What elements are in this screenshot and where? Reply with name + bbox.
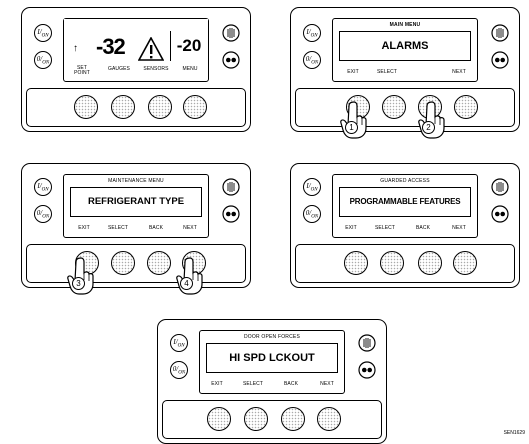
figure-code: SEN1629 bbox=[503, 430, 525, 436]
soft-key-2[interactable] bbox=[111, 251, 135, 275]
controller-panel-main-menu: I/ON 0/ON MAIN MENU ALARMS EXIT SELECT N… bbox=[290, 7, 520, 132]
dual-dot-icon[interactable] bbox=[491, 205, 509, 223]
menu-screen: REFRIGERANT TYPE bbox=[70, 187, 202, 217]
dual-dot-icon[interactable] bbox=[358, 361, 376, 379]
off-button[interactable]: 0/ON bbox=[34, 51, 52, 69]
soft-key-label: SENSORS bbox=[143, 66, 169, 72]
soft-key-label: EXIT bbox=[211, 381, 223, 387]
soft-key-4[interactable] bbox=[453, 251, 477, 275]
menu-title: MAIN MENU bbox=[389, 22, 421, 28]
on-button[interactable]: I/ON bbox=[303, 24, 321, 42]
soft-key-labels: SET POINT GAUGES SENSORS MENU bbox=[64, 66, 208, 79]
callout-number: 2 bbox=[422, 121, 435, 134]
pointing-hand-icon bbox=[418, 101, 445, 139]
soft-key-label: EXIT bbox=[345, 225, 357, 231]
soft-key-2[interactable] bbox=[244, 407, 268, 431]
soft-key-labels: EXIT SELECT BACK NEXT bbox=[200, 381, 344, 389]
display: MAIN MENU ALARMS EXIT SELECT NEXT bbox=[332, 18, 478, 82]
defrost-icon[interactable] bbox=[222, 24, 240, 42]
soft-key-label: BACK bbox=[148, 225, 164, 231]
setpoint-temperature: -20 bbox=[170, 31, 207, 61]
menu-title: MAINTENANCE MENU bbox=[108, 178, 164, 184]
soft-key-label: EXIT bbox=[78, 225, 90, 231]
defrost-icon[interactable] bbox=[222, 178, 240, 196]
soft-key-1[interactable] bbox=[344, 251, 368, 275]
box-temperature: -32 bbox=[96, 34, 126, 59]
soft-key-label: SELECT bbox=[242, 381, 264, 387]
off-button[interactable]: 0/ON bbox=[170, 361, 188, 379]
off-button[interactable]: 0/ON bbox=[303, 51, 321, 69]
on-button[interactable]: I/ON bbox=[34, 178, 52, 196]
display: DOOR OPEN FORCES HI SPD LCKOUT EXIT SELE… bbox=[199, 330, 345, 394]
soft-key-2[interactable] bbox=[111, 95, 135, 119]
on-button[interactable]: I/ON bbox=[170, 334, 188, 352]
soft-key-label: NEXT bbox=[320, 381, 334, 387]
soft-key-label: SET POINT bbox=[74, 65, 90, 76]
callout-number: 3 bbox=[72, 277, 85, 290]
callout-number: 1 bbox=[345, 121, 358, 134]
dual-dot-icon[interactable] bbox=[222, 205, 240, 223]
defrost-icon[interactable] bbox=[491, 178, 509, 196]
soft-key-pad bbox=[162, 400, 382, 439]
on-button[interactable]: I/ON bbox=[34, 24, 52, 42]
menu-screen: ALARMS bbox=[339, 31, 471, 61]
soft-key-1[interactable] bbox=[207, 407, 231, 431]
soft-key-label: SELECT bbox=[374, 225, 396, 231]
soft-key-4[interactable] bbox=[317, 407, 341, 431]
menu-title: GUARDED ACCESS bbox=[380, 178, 430, 184]
soft-key-label: NEXT bbox=[183, 225, 197, 231]
controller-panel-door-open-forces: I/ON 0/ON DOOR OPEN FORCES HI SPD LCKOUT… bbox=[157, 319, 387, 444]
controller-panel-guarded-access: I/ON 0/ON GUARDED ACCESS PROGRAMMABLE FE… bbox=[290, 163, 520, 288]
soft-key-4[interactable] bbox=[183, 95, 207, 119]
controller-panel-maintenance-menu: I/ON 0/ON MAINTENANCE MENU REFRIGERANT T… bbox=[21, 163, 251, 288]
soft-key-label: BACK bbox=[415, 225, 431, 231]
soft-key-label: GAUGES bbox=[108, 66, 130, 72]
up-arrow-icon: ↑ bbox=[73, 43, 78, 54]
soft-key-labels: EXIT SELECT BACK NEXT bbox=[64, 225, 208, 233]
pointing-hand-icon bbox=[67, 257, 94, 295]
menu-title: DOOR OPEN FORCES bbox=[244, 334, 300, 340]
dual-dot-icon[interactable] bbox=[222, 51, 240, 69]
soft-key-label: EXIT bbox=[347, 69, 359, 75]
defrost-icon[interactable] bbox=[358, 334, 376, 352]
soft-key-labels: EXIT SELECT NEXT bbox=[333, 69, 477, 77]
soft-key-2[interactable] bbox=[382, 95, 406, 119]
dual-dot-icon[interactable] bbox=[491, 51, 509, 69]
soft-key-3[interactable] bbox=[418, 251, 442, 275]
soft-key-pad bbox=[295, 244, 515, 283]
soft-key-label: BACK bbox=[283, 381, 299, 387]
soft-key-label: NEXT bbox=[452, 69, 466, 75]
off-button[interactable]: 0/ON bbox=[34, 205, 52, 223]
soft-key-labels: EXIT SELECT BACK NEXT bbox=[333, 225, 477, 233]
defrost-icon[interactable] bbox=[491, 24, 509, 42]
pointing-hand-icon bbox=[340, 101, 367, 139]
soft-key-3[interactable] bbox=[281, 407, 305, 431]
pointing-hand-icon bbox=[176, 257, 203, 295]
soft-key-label: SELECT bbox=[107, 225, 129, 231]
display: ↑ -32 -20 SET POINT GAUGES SENSORS MENU bbox=[63, 18, 209, 82]
off-button[interactable]: 0/ON bbox=[303, 205, 321, 223]
warning-icon bbox=[138, 37, 164, 61]
soft-key-label: MENU bbox=[182, 66, 198, 72]
display: GUARDED ACCESS PROGRAMMABLE FEATURES EXI… bbox=[332, 174, 478, 238]
callout-number: 4 bbox=[180, 277, 193, 290]
soft-key-label: NEXT bbox=[452, 225, 466, 231]
temperature-screen: ↑ -32 -20 bbox=[64, 19, 208, 65]
soft-key-3[interactable] bbox=[148, 95, 172, 119]
soft-key-pad bbox=[26, 244, 246, 283]
soft-key-4[interactable] bbox=[454, 95, 478, 119]
soft-key-3[interactable] bbox=[147, 251, 171, 275]
soft-key-label: SELECT bbox=[376, 69, 398, 75]
soft-key-pad bbox=[26, 88, 246, 127]
soft-key-2[interactable] bbox=[380, 251, 404, 275]
soft-key-pad bbox=[295, 88, 515, 127]
menu-screen: HI SPD LCKOUT bbox=[206, 343, 338, 373]
on-button[interactable]: I/ON bbox=[303, 178, 321, 196]
display: MAINTENANCE MENU REFRIGERANT TYPE EXIT S… bbox=[63, 174, 209, 238]
menu-screen: PROGRAMMABLE FEATURES bbox=[339, 187, 471, 217]
controller-panel-standard: I/ON 0/ON ↑ -32 -20 SET POINT GAUGES SEN… bbox=[21, 7, 251, 132]
soft-key-1[interactable] bbox=[74, 95, 98, 119]
